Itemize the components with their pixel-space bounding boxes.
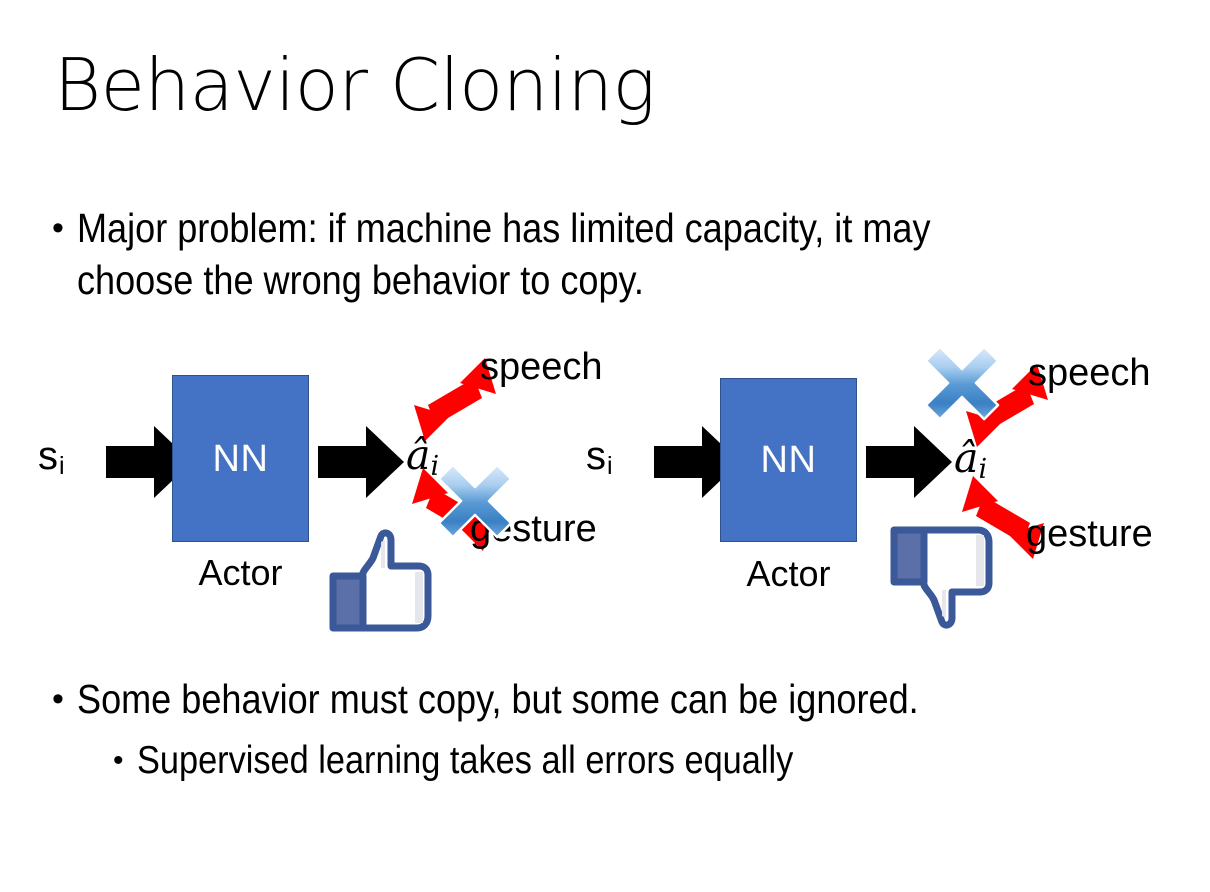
page-title: Behavior Cloning [54,43,656,127]
action-subscript: i [430,451,440,482]
nn-box-label: NN [760,439,817,481]
bullet-marker-icon: • [52,209,64,247]
state-subscript: i [59,452,65,480]
output-label-speech-left: speech [480,346,603,388]
nn-box-label: NN [212,437,269,480]
red-double-arrow-speech-right [966,364,1048,447]
nn-box-right: NN [720,378,857,542]
nn-box-left: NN [172,375,309,542]
action-symbol: â [406,431,431,479]
state-label-left: si [38,436,65,486]
diagram-right: si NN Actor âi [558,340,1158,640]
output-label-speech-right: speech [1028,352,1151,394]
red-double-arrow-gesture-right [962,476,1044,559]
x-mark-icon-right [924,345,1000,421]
bullet-supervised-text: Supervised learning takes all errors equ… [136,739,793,782]
state-symbol: s [586,434,606,478]
bullet-marker-icon: • [52,680,64,718]
action-label-right: âi [954,438,987,490]
input-arrow-icon-left [106,426,192,498]
action-subscript: i [978,454,988,485]
action-symbol: â [954,434,979,482]
output-arrow-icon-left [318,426,404,498]
action-label-left: âi [406,435,439,487]
diagram-left: si NN Actor âi speech [10,340,610,640]
bullet-problem-text: Major problem: if machine has limited ca… [76,205,941,303]
output-arrow-icon-right [866,426,952,498]
state-label-right: si [586,436,613,486]
bullet-some-behavior: • Some behavior must copy, but some can … [52,673,1192,725]
input-arrow-icon-right [654,426,740,498]
bullet-some-behavior-text: Some behavior must copy, but some can be… [76,676,919,722]
thumbs-down-icon [890,526,993,629]
actor-label-left: Actor [198,552,283,593]
output-label-gesture-right: gesture [1026,513,1153,555]
actor-label-right: Actor [746,553,831,594]
x-mark-icon-left [437,463,513,539]
state-symbol: s [38,434,58,478]
state-subscript: i [607,452,613,480]
red-double-arrow-speech-left [414,358,496,441]
thumbs-up-icon [329,529,432,632]
bullet-marker-icon: • [113,744,124,777]
bullet-supervised: • Supervised learning takes all errors e… [113,735,1203,787]
bullet-problem: • Major problem: if machine has limited … [52,202,1182,306]
